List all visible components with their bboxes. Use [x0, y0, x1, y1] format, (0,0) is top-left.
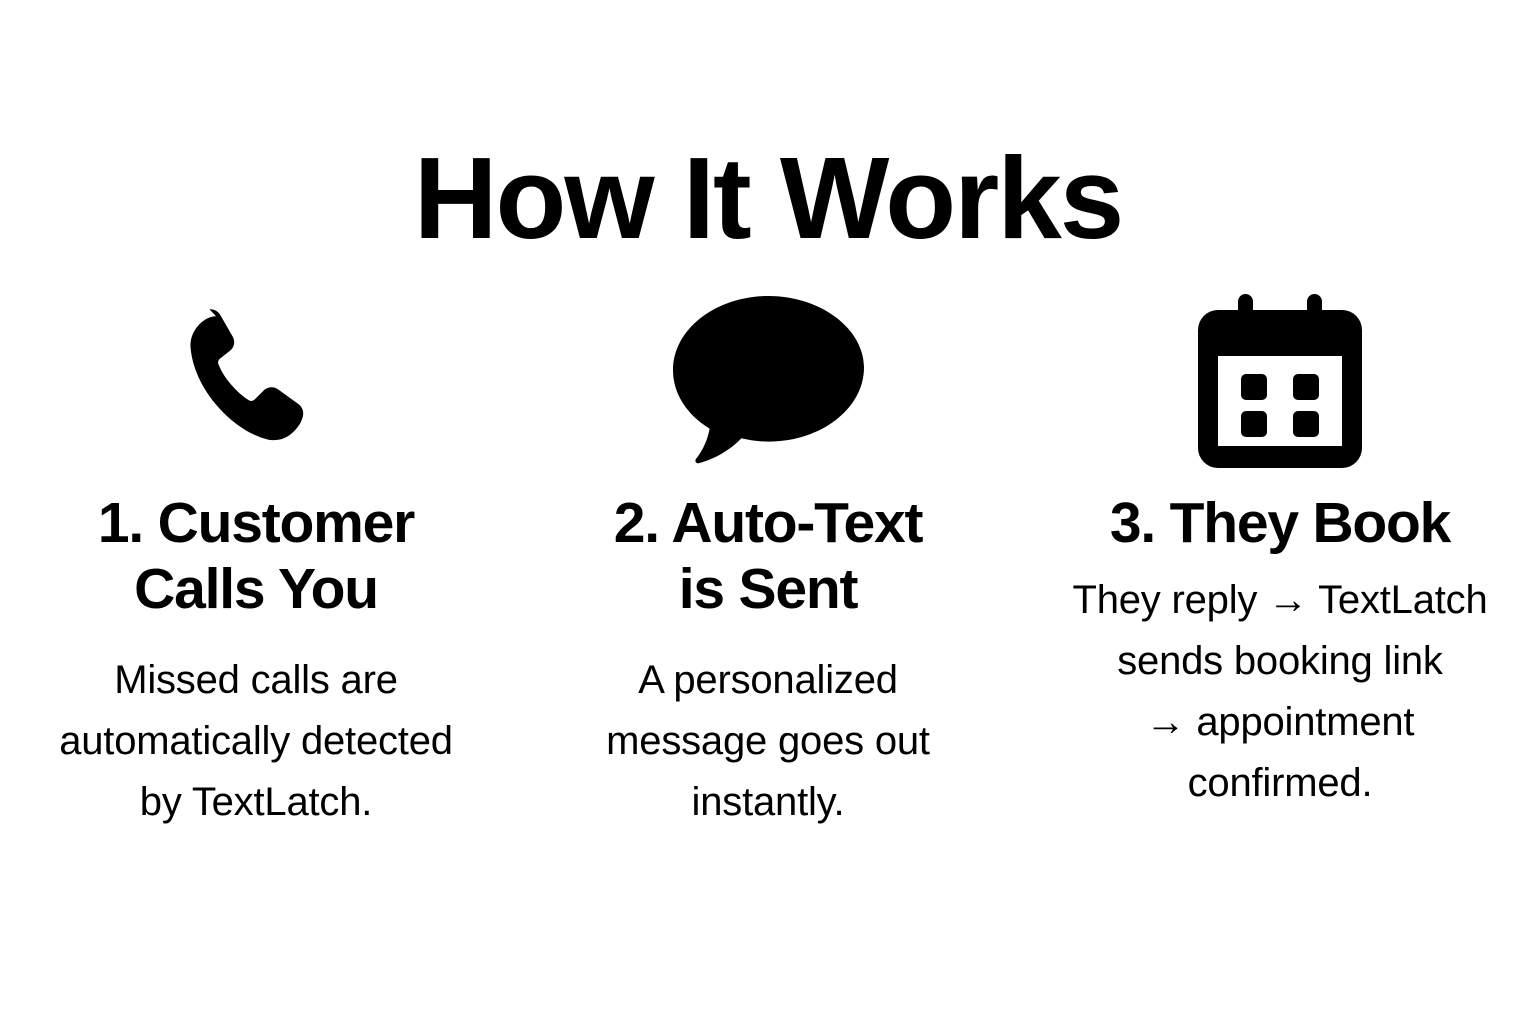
step-heading: 3. They Book	[1109, 491, 1452, 555]
step-heading: 2. Auto-Text is Sent	[613, 491, 924, 621]
step-card-2: 2. Auto-Text is Sent A personalized mess…	[512, 280, 1024, 833]
step-heading: 1. Customer Calls You	[97, 491, 415, 621]
calendar-icon	[1196, 280, 1364, 480]
page-title: How It Works	[413, 132, 1125, 263]
phone-handset-icon	[171, 280, 341, 480]
step-description: They reply → TextLatch sends booking lin…	[1072, 578, 1488, 805]
steps-row: 1. Customer Calls You Missed calls are a…	[0, 280, 1536, 833]
step-description: A personalized message goes out instantl…	[606, 658, 930, 824]
step-card-3: 3. They Book They reply → TextLatch send…	[1024, 280, 1536, 814]
step-description: Missed calls are automatically detected …	[59, 658, 453, 824]
speech-bubble-icon	[671, 280, 866, 480]
step-card-1: 1. Customer Calls You Missed calls are a…	[0, 280, 512, 833]
